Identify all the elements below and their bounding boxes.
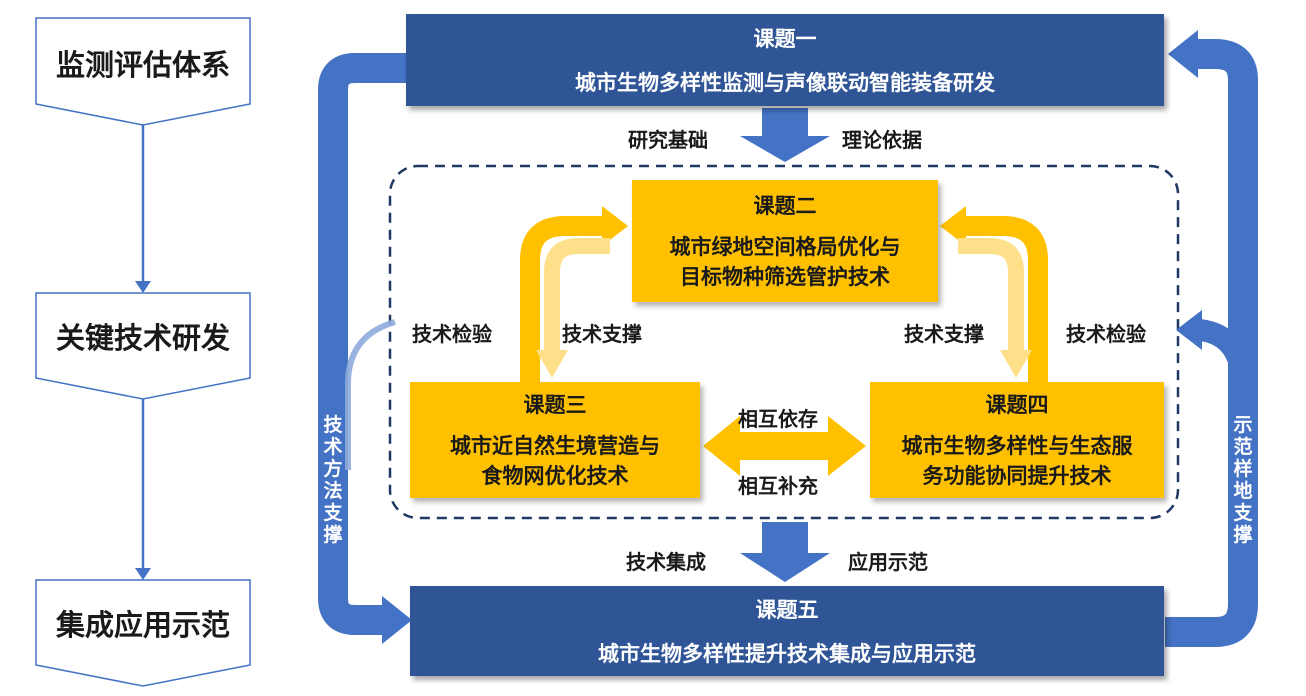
- topic4-box: 课题四 城市生物多样性与生态服 务功能协同提升技术: [870, 382, 1164, 498]
- yellow-right-arrows: [940, 206, 1048, 382]
- topic1-box: 课题一 城市生物多样性监测与声像联动智能装备研发: [406, 14, 1164, 106]
- topic5-title: 课题五: [755, 598, 819, 622]
- flow-arrow-1: [135, 125, 151, 293]
- flow-step-integration-label: 集成应用示范: [55, 608, 230, 642]
- dashed-frame: [388, 164, 1180, 520]
- label-tech-support-right: 技术支撑: [904, 322, 984, 346]
- topic2-line1: 城市绿地空间格局优化与: [669, 235, 901, 259]
- flow-step-integration: 集成应用示范: [36, 580, 250, 666]
- down-arrow-top: [740, 108, 830, 162]
- pentagon-step1: [35, 17, 251, 126]
- mutual-arrow: [703, 416, 866, 476]
- yellow-left-arrows: [520, 206, 628, 382]
- left-loop-arrow: [318, 53, 412, 644]
- label-tech-test-right: 技术检验: [1066, 322, 1146, 346]
- down-arrow-bottom: [740, 522, 830, 582]
- topic1-body: 城市生物多样性监测与声像联动智能装备研发: [575, 71, 995, 95]
- right-inner-arrow: [1176, 310, 1254, 391]
- topic4-line2: 务功能协同提升技术: [922, 464, 1112, 488]
- flow-step-key-tech-label: 关键技术研发: [55, 321, 230, 355]
- label-theory-basis: 理论依据: [842, 128, 922, 152]
- flow-step-key-tech: 关键技术研发: [36, 293, 250, 379]
- label-tech-integration: 技术集成: [626, 550, 706, 574]
- label-mutual-complement: 相互补充: [738, 474, 818, 498]
- topic3-line2: 食物网优化技术: [481, 464, 629, 488]
- label-app-demo: 应用示范: [848, 550, 928, 574]
- topic2-box: 课题二 城市绿地空间格局优化与 目标物种筛选管护技术: [632, 180, 938, 302]
- label-research-basis: 研究基础: [628, 128, 708, 152]
- flow-step-monitoring: 监测评估体系: [36, 18, 250, 108]
- label-demo-site-support: 示范样地支撑: [1233, 414, 1253, 546]
- label-tech-test-left: 技术检验: [412, 322, 492, 346]
- left-inner-arc: [345, 319, 396, 470]
- topic1-title: 课题一: [753, 27, 817, 51]
- topic3-line1: 城市近自然生境营造与: [450, 434, 660, 458]
- flow-arrow-2: [135, 399, 151, 580]
- topic2-line2: 目标物种筛选管护技术: [680, 265, 890, 289]
- topic3-title: 课题三: [523, 393, 587, 417]
- label-mutual-dependence: 相互依存: [738, 407, 818, 431]
- right-loop-arrow: [1165, 30, 1258, 647]
- flow-step-monitoring-label: 监测评估体系: [55, 48, 230, 82]
- pentagon-step3: [35, 579, 251, 687]
- label-method-support: 技术方法支撑: [323, 414, 343, 546]
- topic5-body: 城市生物多样性提升技术集成与应用示范: [598, 642, 976, 666]
- topic4-title: 课题四: [985, 393, 1049, 417]
- topic2-title: 课题二: [753, 194, 817, 218]
- topic3-box: 课题三 城市近自然生境营造与 食物网优化技术: [410, 382, 700, 498]
- pentagon-step2: [35, 292, 251, 400]
- topic5-box: 课题五 城市生物多样性提升技术集成与应用示范: [410, 586, 1164, 676]
- label-tech-support-left: 技术支撑: [562, 322, 642, 346]
- topic4-line1: 城市生物多样性与生态服: [901, 434, 1133, 458]
